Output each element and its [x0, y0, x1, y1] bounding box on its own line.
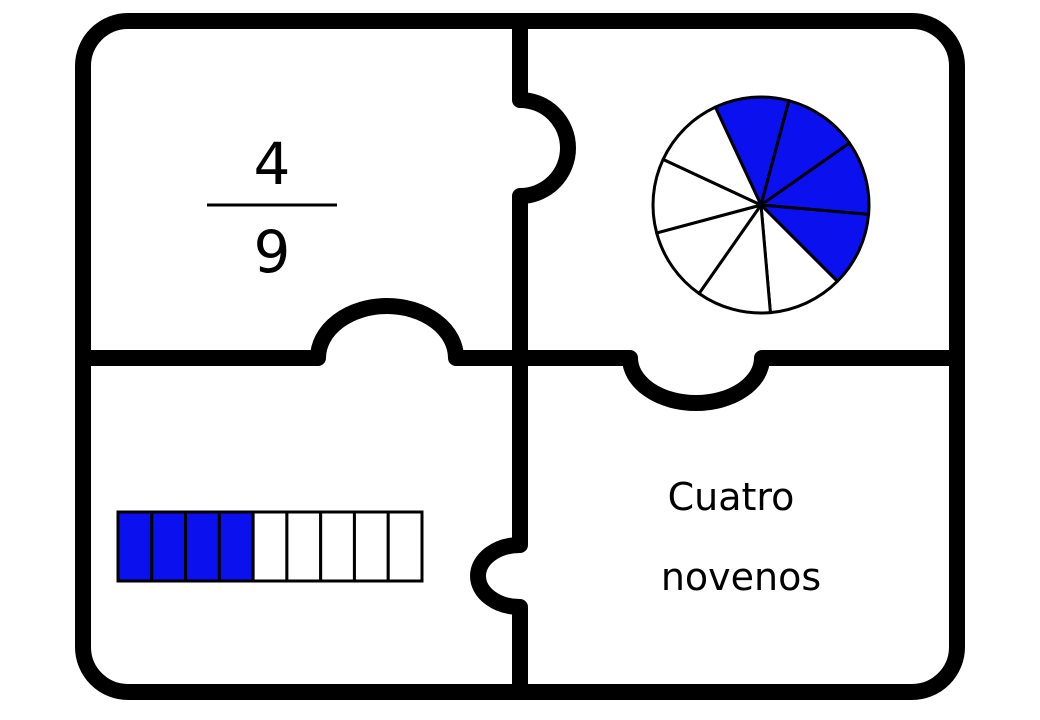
bar-piece	[116, 510, 424, 583]
bar-cell-shaded	[217, 510, 255, 583]
divider-bottom-vertical	[470, 358, 528, 692]
bar-cell-empty	[251, 510, 289, 583]
words-line-1: Cuatro	[668, 475, 795, 519]
bar-cell-shaded	[184, 510, 221, 583]
bar-cell-empty	[285, 510, 323, 583]
divider-right-horizontal	[520, 350, 957, 411]
bar-cell-empty	[319, 510, 356, 583]
fraction-denominator: 9	[254, 218, 291, 286]
fraction-piece: 4 9	[207, 130, 337, 286]
divider-left-horizontal	[83, 298, 520, 366]
words-line-2: novenos	[661, 555, 821, 599]
divider-top-vertical	[512, 21, 576, 358]
bar-cell-empty	[386, 510, 424, 583]
pie-piece	[651, 95, 871, 315]
fraction-numerator: 4	[254, 130, 291, 198]
bar-cell-shaded	[116, 510, 154, 583]
words-piece: Cuatro novenos	[661, 475, 821, 599]
bar-cell-shaded	[150, 510, 188, 583]
bar-cell-empty	[352, 510, 390, 583]
pie-slice-empty	[661, 105, 763, 207]
